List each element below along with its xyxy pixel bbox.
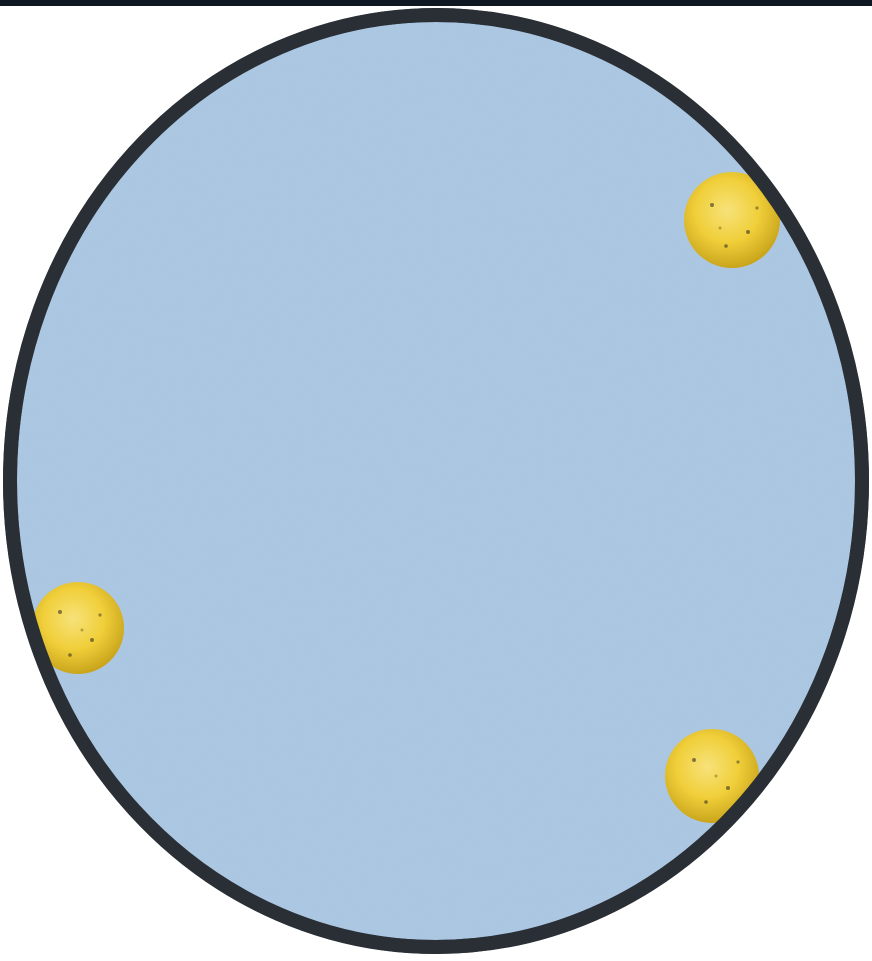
circle-with-particles-diagram [0, 0, 872, 961]
